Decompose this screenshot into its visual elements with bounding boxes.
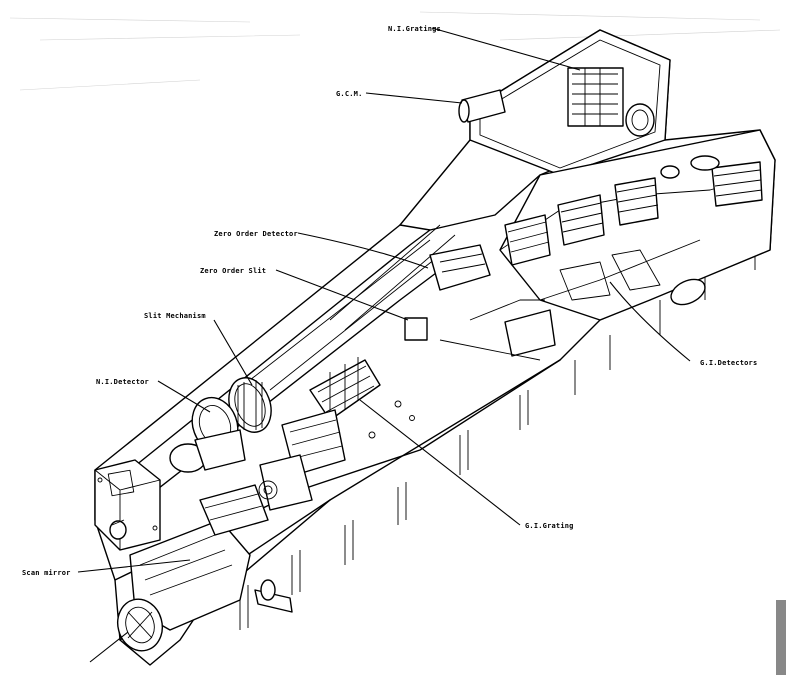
scan-noise [9,11,781,91]
leader-slit-mechanism [213,319,253,386]
gi-detector-array [499,129,776,321]
leader-zero-order-detector [297,232,429,269]
label-zero-order-slit: Zero Order Slit [200,267,266,275]
ni-grating-housing [458,29,671,176]
leader-lines [77,27,691,663]
leader-zero-order-slit [275,269,409,321]
leader-ni-detector [157,380,211,413]
leader-front-port [89,631,129,663]
labels: N.I.Gratings G.C.M. Zero Order Detector … [22,25,757,577]
leader-gi-detectors [609,281,691,362]
detector-assembly [94,377,346,551]
leader-gi-grating [359,399,521,526]
label-scan-mirror: Scan mirror [22,569,71,577]
central-optics [309,244,556,439]
label-slit-mechanism: Slit Mechanism [144,312,206,320]
scan-mirror-assembly [109,484,293,652]
scan-edge [776,600,786,675]
label-gcm: G.C.M. [336,90,363,98]
label-gi-grating: G.I.Grating [525,522,574,530]
label-ni-gratings: N.I.Gratings [388,25,441,33]
leader-scan-mirror [77,559,191,573]
label-zero-order-detector: Zero Order Detector [214,230,298,238]
label-gi-detectors: G.I.Detectors [700,359,757,367]
label-ni-detector: N.I.Detector [96,378,149,386]
leader-ni-gratings [431,27,581,71]
leader-gcm [365,92,463,104]
gi-detector-boxes [504,161,763,266]
